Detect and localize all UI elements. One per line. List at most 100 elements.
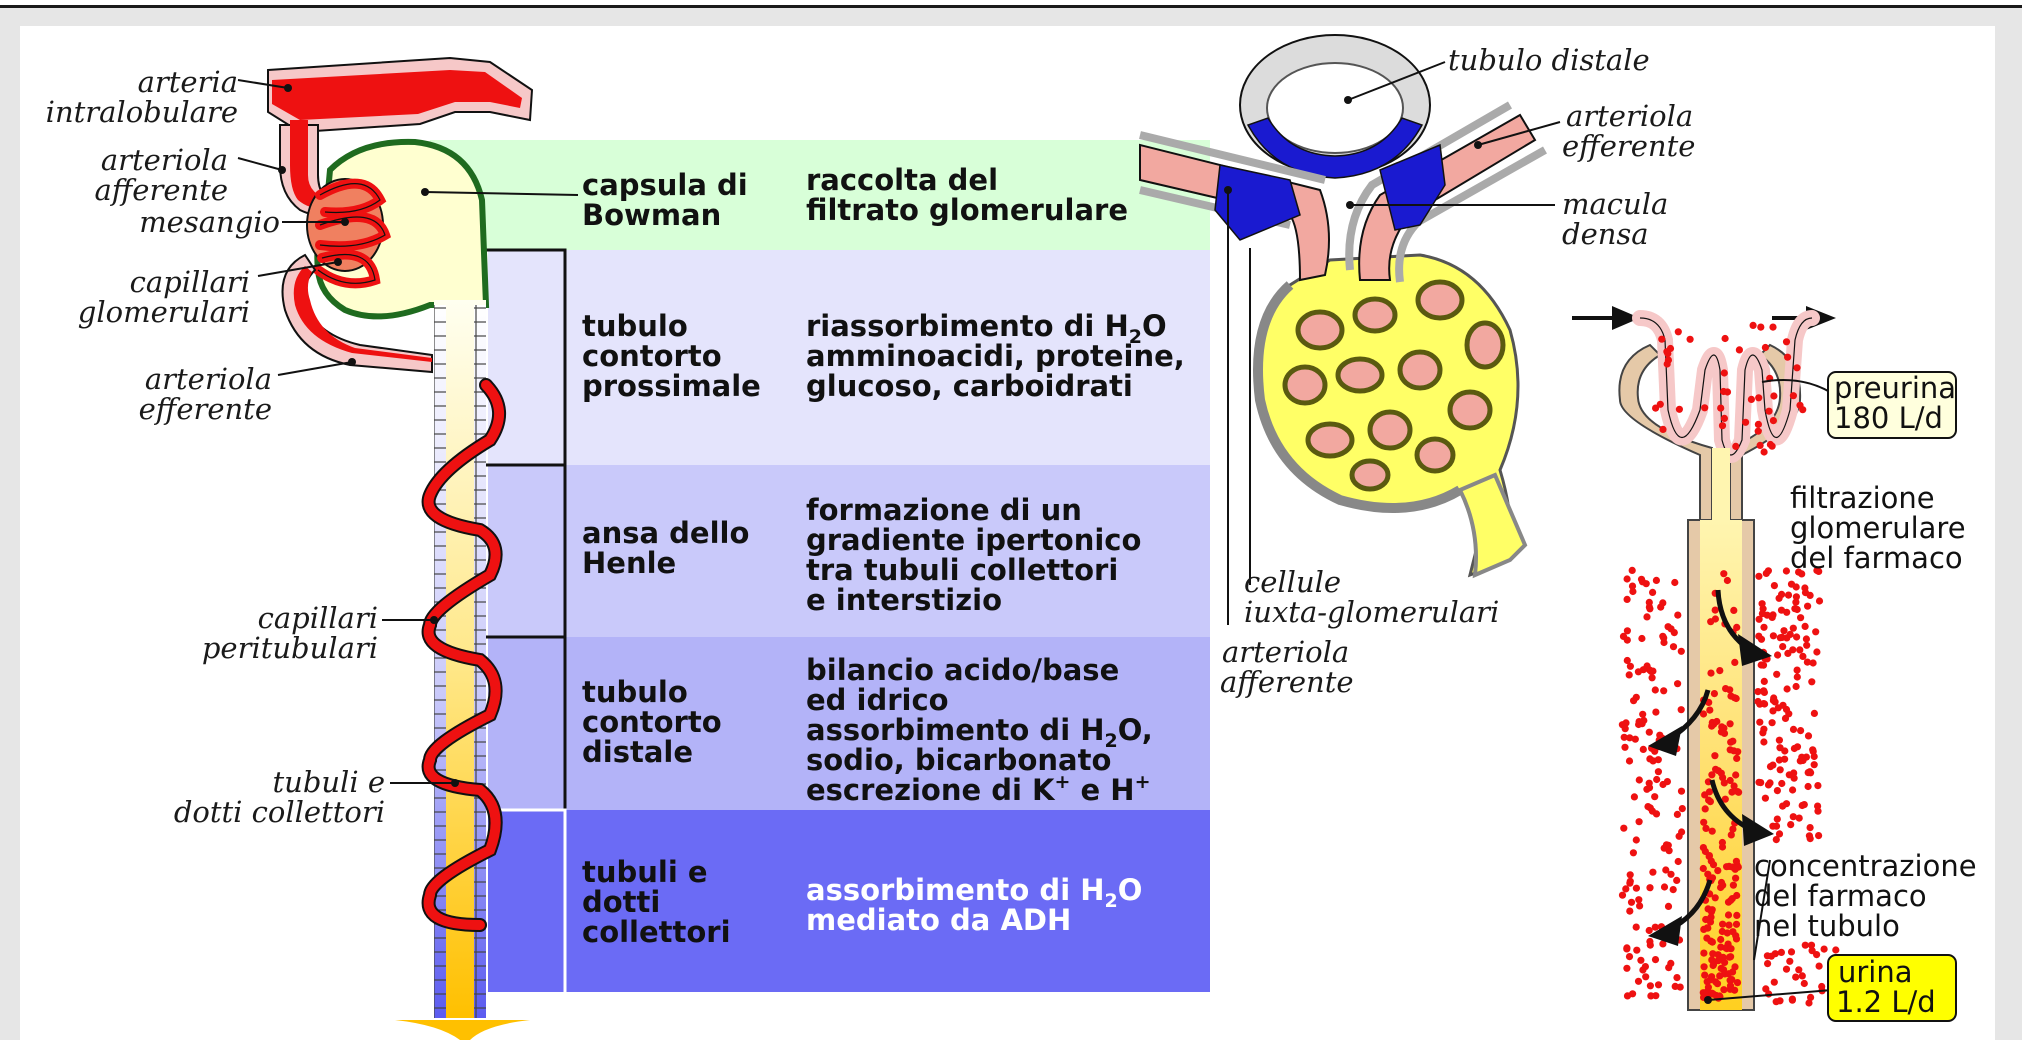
fn-henle-2: gradiente ipertonico [806, 523, 1141, 557]
drug-dot [1811, 710, 1818, 717]
drug-dot [1711, 752, 1718, 759]
drug-dot [1657, 604, 1664, 611]
drug-dot [1709, 828, 1716, 835]
drug-dot [1655, 981, 1662, 988]
drug-dot [1797, 614, 1804, 621]
drug-dot [1721, 730, 1728, 737]
fn-dist-3a: assorbimento di H [806, 713, 1105, 747]
drug-dot [1794, 743, 1801, 750]
glom-cap-11 [1417, 439, 1453, 471]
dot-bowman [421, 188, 429, 196]
drug-dot [1727, 945, 1734, 952]
fn-bowman-2: filtrato glomerulare [806, 193, 1128, 227]
drug-dot [1636, 776, 1643, 783]
label-capgl-1: capillari [130, 265, 250, 299]
drug-dot [1646, 884, 1653, 891]
drug-dot [1653, 577, 1660, 584]
label-efferente-2: efferente [139, 392, 272, 426]
drug-dot [1728, 789, 1735, 796]
drug-dot [1623, 945, 1630, 952]
drug-dot [1708, 858, 1715, 865]
drug-dot [1626, 734, 1633, 741]
drug-dot [1646, 927, 1653, 934]
drug-dot [1776, 744, 1783, 751]
drug-dot [1639, 711, 1646, 718]
drug-dot [1771, 979, 1778, 986]
drug-dot [1733, 695, 1740, 702]
label-preurina: preurina180 L/d [1834, 371, 1956, 435]
drug-dot [1729, 826, 1736, 833]
drug-dot [1756, 719, 1763, 726]
drug-dot [1731, 659, 1738, 666]
drug-dot [1629, 567, 1636, 574]
drug-dot [1814, 808, 1821, 815]
drug-dot [1701, 404, 1708, 411]
drug-dot [1805, 732, 1812, 739]
drug-dot [1663, 841, 1670, 848]
drug-dot [1709, 950, 1716, 957]
drug-dot [1790, 625, 1797, 632]
drug-dot [1721, 369, 1728, 376]
drug-dot [1816, 597, 1823, 604]
drug-dot [1646, 938, 1653, 945]
drug-dot [1642, 973, 1649, 980]
label-eff-jg-1: arteriola [1566, 99, 1693, 133]
drug-dot [1649, 589, 1656, 596]
fn-coll-2: mediato da ADH [806, 903, 1071, 937]
fn-henle-1: formazione di un [806, 493, 1082, 527]
drug-dot [1646, 729, 1653, 736]
drug-dot [1789, 997, 1796, 1004]
drug-dot [1812, 628, 1819, 635]
drug-dot [1643, 580, 1650, 587]
drug-dot [1727, 897, 1734, 904]
drug-dot [1799, 406, 1806, 413]
drug-dot [1783, 567, 1790, 574]
drug-dot [1718, 879, 1725, 886]
glom-cap-6 [1338, 359, 1382, 391]
drug-dot [1700, 865, 1707, 872]
drug-dot [1769, 324, 1776, 331]
drug-dot [1799, 653, 1806, 660]
drug-dot [1707, 670, 1714, 677]
dot-capillari-glom [334, 258, 342, 266]
label-filtrazione-2: glomerulare [1790, 511, 1966, 545]
drug-dot [1773, 671, 1780, 678]
drug-dot [1640, 666, 1647, 673]
fn-bowman-1: raccolta del [806, 163, 998, 197]
drug-dot [1678, 828, 1685, 835]
drug-dot [1712, 607, 1719, 614]
drug-dot [1765, 408, 1772, 415]
drug-dot [1771, 582, 1778, 589]
drug-dot [1731, 963, 1738, 970]
drug-dot [1720, 954, 1727, 961]
drug-dot [1717, 936, 1724, 943]
drug-dot [1808, 678, 1815, 685]
drug-dot [1795, 966, 1802, 973]
drug-dot [1767, 441, 1774, 448]
label-tubuli-1: tubuli e [272, 765, 385, 799]
drug-dot [1727, 720, 1734, 727]
drug-dot [1626, 908, 1633, 915]
drug-dot [1733, 755, 1740, 762]
drug-dot [1665, 903, 1672, 910]
label-aff-jg-1: arteriola [1222, 635, 1349, 669]
drug-dot [1805, 783, 1812, 790]
label-urina-1: urina [1838, 955, 1913, 989]
fn-coll-1a: assorbimento di H [806, 873, 1105, 907]
fn-pross-2: amminoacidi, proteine, [806, 339, 1185, 373]
dot-macula [1346, 201, 1354, 209]
drug-dot [1700, 844, 1707, 851]
label-capgl-2: glomerulari [78, 295, 250, 329]
drug-dot [1769, 762, 1776, 769]
drug-dot [1778, 780, 1785, 787]
glom-cap-10 [1370, 412, 1410, 448]
drug-dot [1803, 635, 1810, 642]
label-conc-2: del farmaco [1754, 879, 1927, 913]
label-cellule-iuxta: celluleiuxta-glomerulari [1244, 565, 1499, 629]
drug-dot [1729, 738, 1736, 745]
drug-dot [1793, 633, 1800, 640]
drug-dot [1760, 624, 1767, 631]
drug-dot [1627, 878, 1634, 885]
drug-dot [1667, 871, 1674, 878]
